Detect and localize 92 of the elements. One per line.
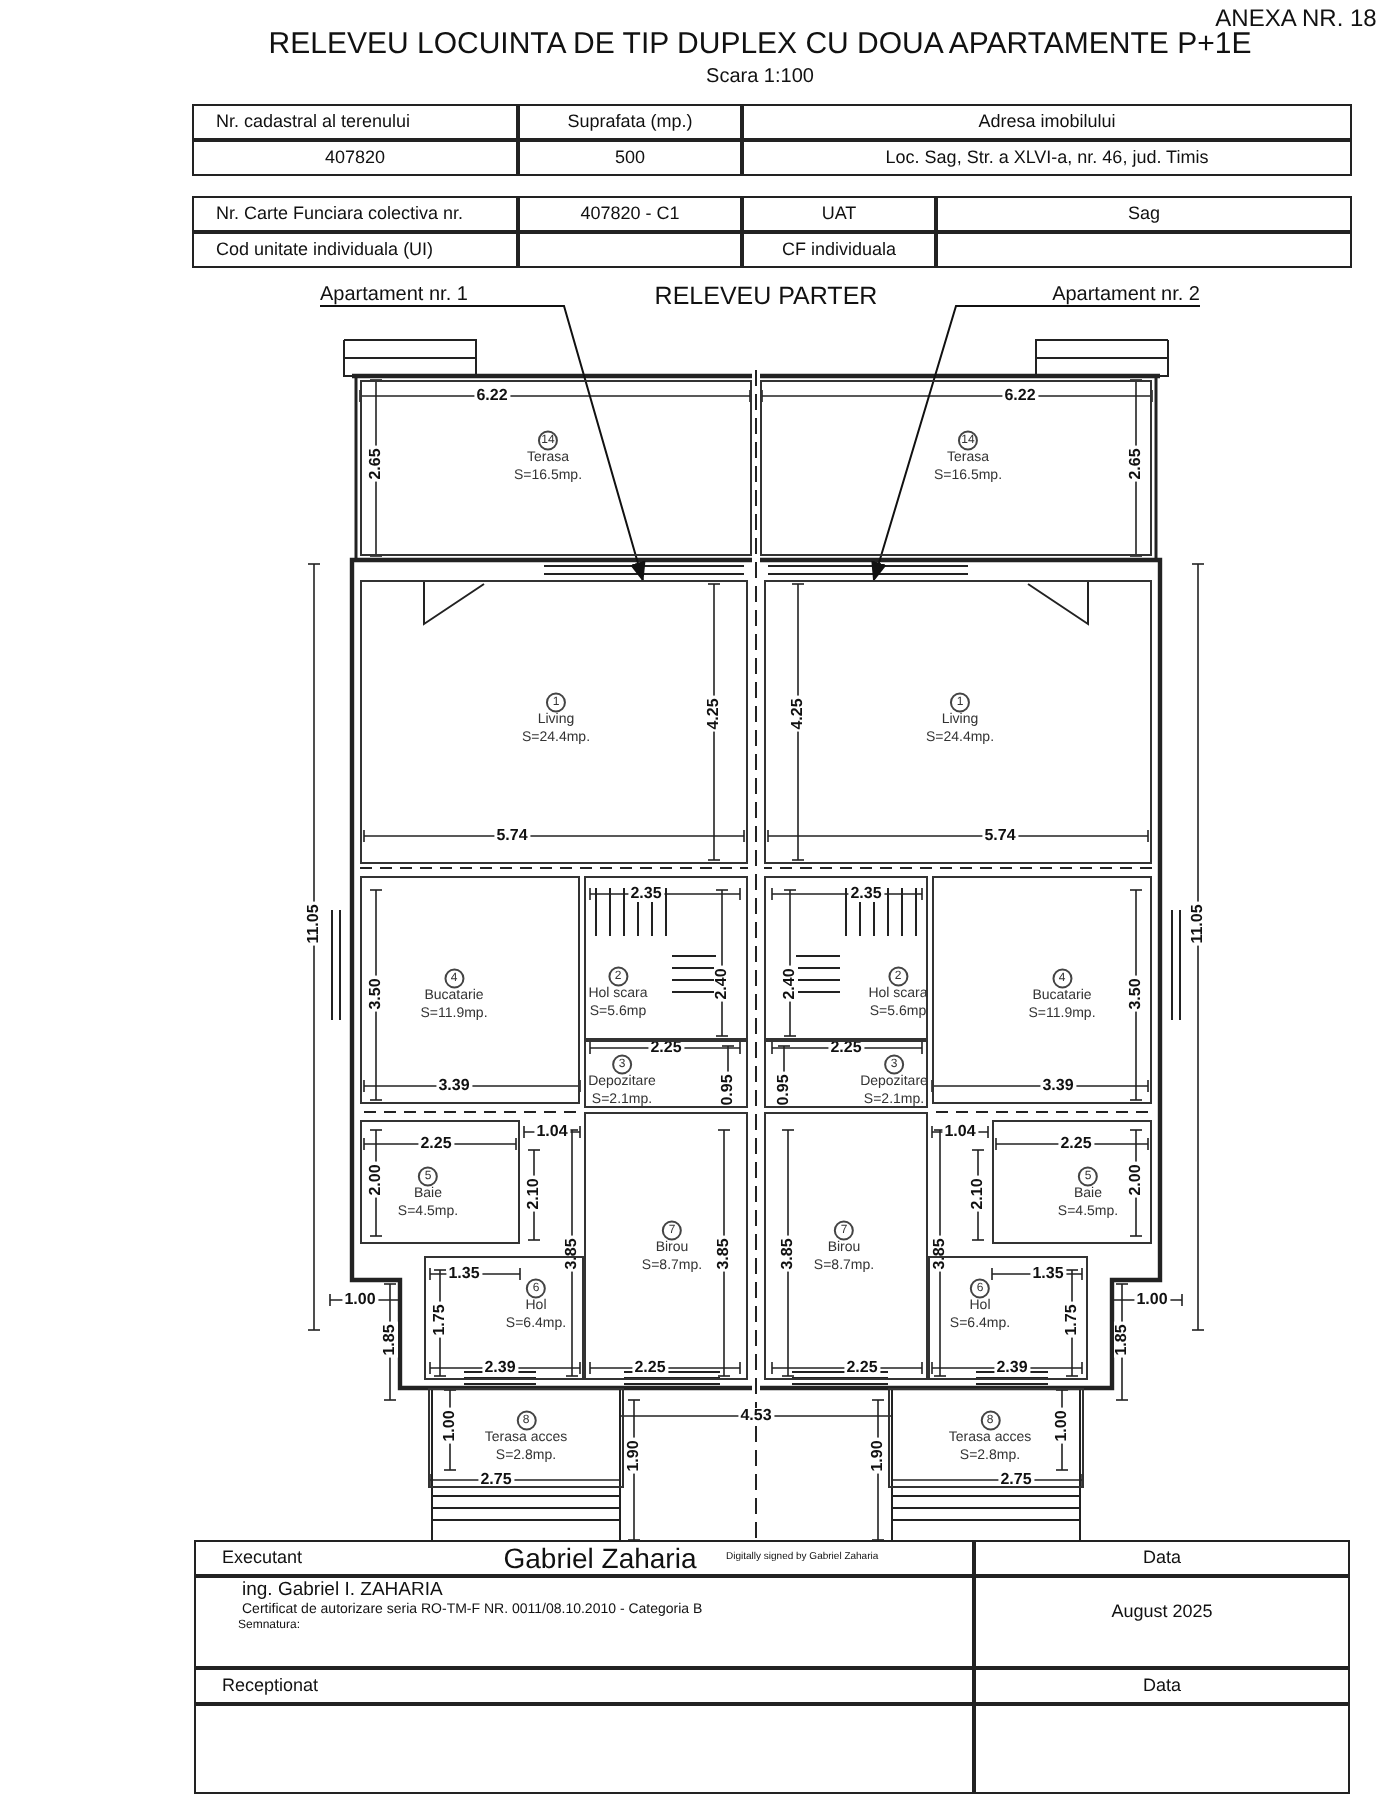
dimension-label: 2.25 xyxy=(632,1360,668,1376)
dimension-label: 3.50 xyxy=(368,976,384,1012)
dimension-label: 5.74 xyxy=(982,828,1018,844)
leader-line xyxy=(319,305,646,582)
dimension-label: 3.50 xyxy=(1128,976,1144,1012)
dimension-label: 2.25 xyxy=(844,1360,880,1376)
dimension-label: 4.25 xyxy=(790,696,806,732)
room xyxy=(888,1388,1084,1488)
room xyxy=(992,1120,1152,1244)
room xyxy=(360,580,748,864)
cell-text: UAT xyxy=(821,205,857,223)
apartment-label: Apartament nr. 1 xyxy=(320,286,468,306)
dimension-label: 1.00 xyxy=(1134,1292,1170,1308)
note-text: Scara 1:100 xyxy=(706,68,814,88)
room xyxy=(764,580,1152,864)
room xyxy=(360,380,752,556)
note-text: August 2025 xyxy=(1111,1603,1213,1621)
dimension-label: 1.85 xyxy=(382,1322,398,1358)
dimension-label: 1.35 xyxy=(1030,1266,1066,1282)
cell-text: Receptionat xyxy=(222,1677,319,1695)
dimension-label: 1.35 xyxy=(446,1266,482,1282)
dimension-label: 2.35 xyxy=(848,886,884,902)
dimension-label: 2.25 xyxy=(1058,1136,1094,1152)
leader-line xyxy=(871,305,1201,582)
room xyxy=(764,876,928,1040)
dimension-label: 5.74 xyxy=(494,828,530,844)
dimension-label: 2.39 xyxy=(994,1360,1030,1376)
room xyxy=(764,1112,928,1380)
dimension-label: 2.10 xyxy=(970,1176,986,1212)
dimension-label: 2.25 xyxy=(418,1136,454,1152)
cell-text: Data xyxy=(1143,1677,1181,1695)
plan-heading: RELEVEU PARTER xyxy=(654,283,878,309)
room xyxy=(764,1040,928,1108)
dimension-label: 1.75 xyxy=(1064,1302,1080,1338)
dimension-label: 3.39 xyxy=(436,1078,472,1094)
dimension-label: 1.04 xyxy=(942,1124,978,1140)
dimension-label: 11.05 xyxy=(306,902,322,946)
room xyxy=(360,876,580,1104)
note-text: ANEXA NR. 18 xyxy=(1215,6,1377,30)
dimension-label: 1.90 xyxy=(626,1438,642,1474)
dimension-label: 2.65 xyxy=(368,446,384,482)
dimension-label: 3.85 xyxy=(932,1236,948,1272)
dimension-label: 1.00 xyxy=(342,1292,378,1308)
dimension-label: 1.85 xyxy=(1114,1322,1130,1358)
dimension-label: 2.39 xyxy=(482,1360,518,1376)
dimension-label: 1.04 xyxy=(534,1124,570,1140)
apartment-label: Apartament nr. 2 xyxy=(1052,286,1200,306)
cell-text: 407820 xyxy=(324,149,386,167)
dimension-label: 2.00 xyxy=(368,1162,384,1198)
note-text: ing. Gabriel I. ZAHARIA xyxy=(242,1580,443,1600)
dimension-label: 0.95 xyxy=(776,1072,792,1108)
dimension-label: 2.35 xyxy=(628,886,664,902)
dimension-label: 3.85 xyxy=(780,1236,796,1272)
signature: Gabriel Zaharia xyxy=(503,1544,697,1572)
room xyxy=(760,380,1152,556)
cell-text: CF individuala xyxy=(781,241,897,259)
cell-text: Nr. Carte Funciara colectiva nr. xyxy=(216,205,464,223)
cell-text: 407820 - C1 xyxy=(580,205,680,223)
dimension-label: 2.40 xyxy=(714,966,730,1002)
dimension-label: 6.22 xyxy=(1002,388,1038,404)
dimension-label: 1.00 xyxy=(442,1408,458,1444)
title: RELEVEU LOCUINTA DE TIP DUPLEX CU DOUA APARTAMENTE P+1E xyxy=(268,29,1252,59)
room xyxy=(932,876,1152,1104)
room xyxy=(584,1040,748,1108)
room xyxy=(428,1388,624,1488)
cell-text: Cod unitate individuala (UI) xyxy=(216,241,434,259)
cell-text: Suprafata (mp.) xyxy=(567,113,693,131)
dimension-label: 3.85 xyxy=(564,1236,580,1272)
dimension-label: 2.40 xyxy=(782,966,798,1002)
room xyxy=(360,1120,520,1244)
cell-text: Data xyxy=(1143,1549,1181,1567)
dimension-label: 2.65 xyxy=(1128,446,1144,482)
dimension-label: 2.10 xyxy=(526,1176,542,1212)
cell-text: 500 xyxy=(614,149,646,167)
dimension-label: 1.90 xyxy=(870,1438,886,1474)
dimension-label: 1.00 xyxy=(1054,1408,1070,1444)
dimension-label: 4.25 xyxy=(706,696,722,732)
cell-text: Executant xyxy=(222,1549,303,1567)
cell-text: Nr. cadastral al terenului xyxy=(216,113,411,131)
dimension-label: 11.05 xyxy=(1190,902,1206,946)
room xyxy=(584,1112,748,1380)
room xyxy=(584,876,748,1040)
dimension-label: 0.95 xyxy=(720,1072,736,1108)
dimension-label: 4.53 xyxy=(738,1408,774,1424)
dimension-label: 3.39 xyxy=(1040,1078,1076,1094)
dimension-label: 6.22 xyxy=(474,388,510,404)
dimension-label: 1.75 xyxy=(432,1302,448,1338)
cell-text: Adresa imobilului xyxy=(978,113,1116,131)
cell-text: Sag xyxy=(1128,205,1160,223)
cell-text: Loc. Sag, Str. a XLVI-a, nr. 46, jud. Timis xyxy=(885,149,1209,167)
dimension-label: 3.85 xyxy=(716,1236,732,1272)
dimension-label: 2.00 xyxy=(1128,1162,1144,1198)
